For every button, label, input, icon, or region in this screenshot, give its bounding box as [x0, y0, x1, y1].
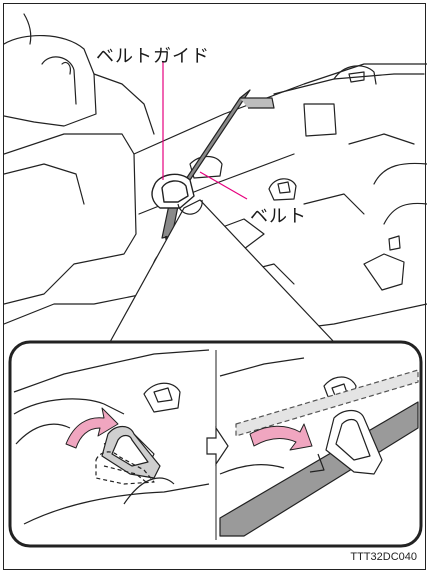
illustration [4, 4, 427, 571]
figure-frame: ベルトガイド ベルト TTT32DC040 [3, 3, 426, 570]
belt-label: ベルト [250, 202, 307, 228]
figure-code: TTT32DC040 [350, 551, 417, 563]
belt-guide-label: ベルトガイド [96, 42, 210, 68]
